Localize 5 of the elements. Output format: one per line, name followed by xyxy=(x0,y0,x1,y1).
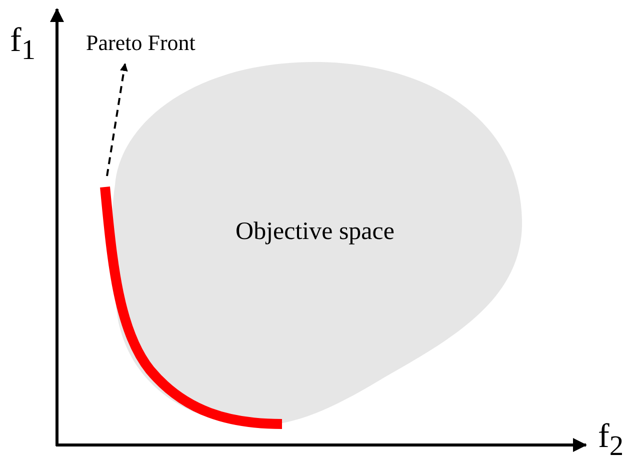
leader-arrow xyxy=(106,63,128,176)
curve-label: Pareto Front xyxy=(86,30,196,56)
axis-label: f$_{1}$ xyxy=(10,22,36,67)
region-label: Objective space xyxy=(234,218,396,246)
axis-label: f$_{2}$ xyxy=(598,418,624,463)
